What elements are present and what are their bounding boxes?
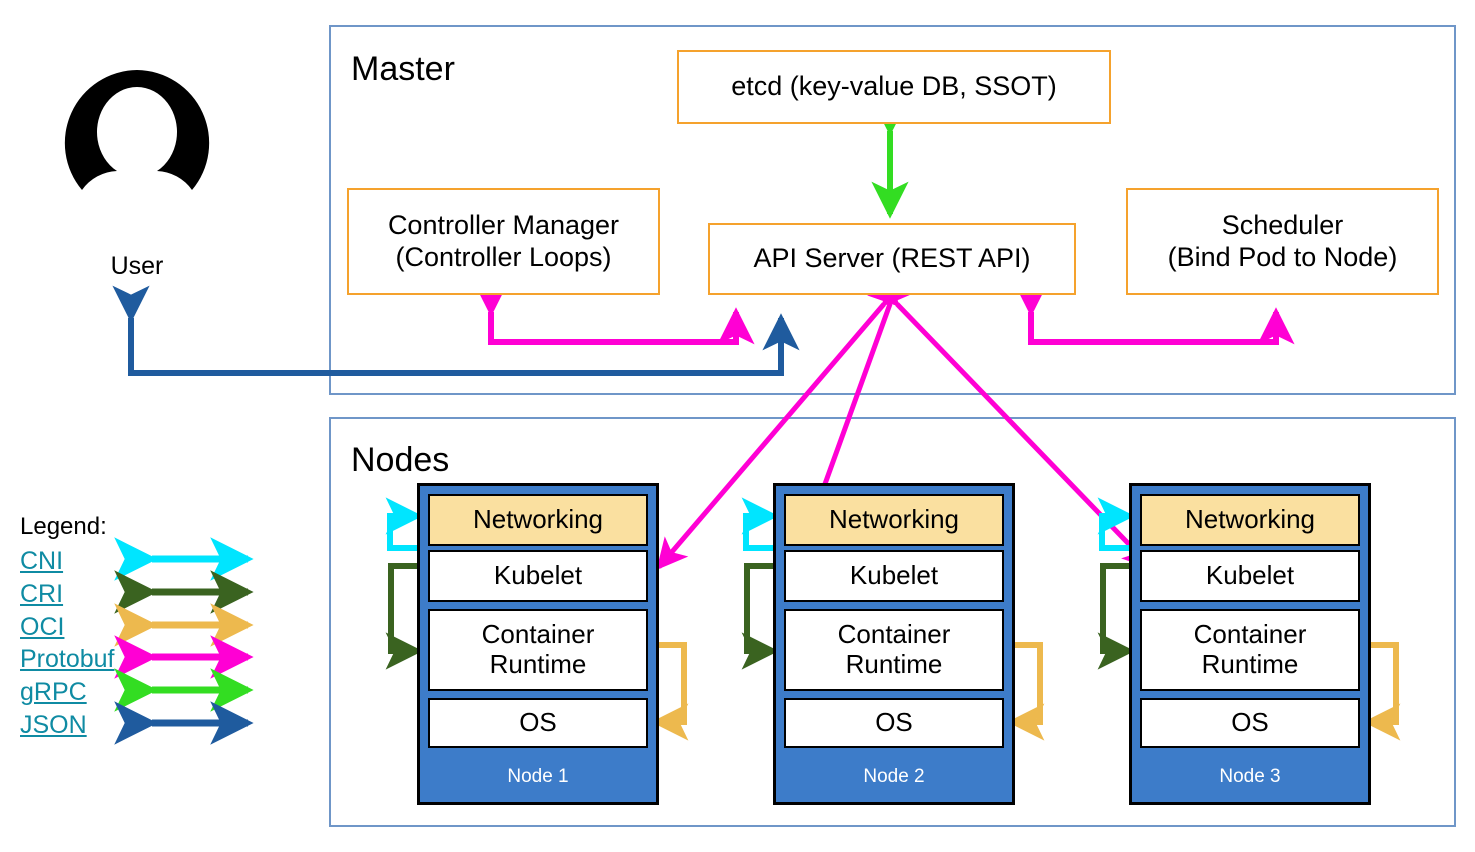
node-layer-networking-label: Networking	[1184, 504, 1316, 535]
node-layer-container-runtime-label-line2: Runtime	[845, 649, 943, 679]
connector-oci-node2	[1007, 642, 1045, 741]
scheduler-box[interactable]: Scheduler (Bind Pod to Node)	[1126, 188, 1439, 295]
legend-item-cni[interactable]: CNI	[20, 547, 64, 575]
node-card[interactable]: Networking Kubelet Container Runtime OS …	[417, 483, 659, 805]
nodes-title: Nodes	[351, 441, 450, 479]
api-server-label: API Server (REST API)	[753, 243, 1031, 274]
legend-item-json[interactable]: JSON	[20, 711, 87, 739]
connector-cri-node3	[1097, 563, 1135, 670]
node-layer-kubelet[interactable]: Kubelet	[1140, 550, 1360, 602]
controller-manager-label-line2: (Controller Loops)	[395, 241, 612, 272]
node-layer-os[interactable]: OS	[784, 698, 1004, 748]
node-layer-os-label: OS	[875, 707, 913, 738]
node-card[interactable]: Networking Kubelet Container Runtime OS …	[1129, 483, 1371, 805]
etcd-box[interactable]: etcd (key-value DB, SSOT)	[677, 50, 1111, 124]
node-layer-kubelet[interactable]: Kubelet	[428, 550, 648, 602]
node-layer-kubelet-label: Kubelet	[493, 560, 583, 591]
user-avatar-icon	[64, 70, 210, 190]
connector-cni-node3	[1097, 497, 1135, 551]
api-server-box[interactable]: API Server (REST API)	[708, 223, 1076, 295]
connector-cri-node2	[741, 563, 779, 670]
connector-oci-node1	[651, 642, 689, 741]
node-layer-kubelet-label: Kubelet	[1205, 560, 1295, 591]
node-layer-kubelet-label: Kubelet	[849, 560, 939, 591]
legend-item-cri[interactable]: CRI	[20, 580, 64, 608]
legend-item-grpc[interactable]: gRPC	[20, 678, 87, 706]
controller-manager-label-line1: Controller Manager	[387, 209, 620, 240]
node-layer-os-label: OS	[519, 707, 557, 738]
legend-item-oci[interactable]: OCI	[20, 613, 65, 641]
node-layer-networking[interactable]: Networking	[428, 494, 648, 546]
node-card[interactable]: Networking Kubelet Container Runtime OS …	[773, 483, 1015, 805]
controller-manager-box[interactable]: Controller Manager (Controller Loops)	[347, 188, 660, 295]
node-layer-container-runtime-label-line1: Container	[481, 619, 595, 650]
node-layer-container-runtime-label-line1: Container	[837, 619, 951, 650]
node-layer-networking[interactable]: Networking	[1140, 494, 1360, 546]
node-layer-networking-label: Networking	[472, 504, 604, 535]
scheduler-label-line2: (Bind Pod to Node)	[1167, 241, 1398, 272]
node-name-label: Node 1	[507, 766, 569, 787]
node-layer-kubelet[interactable]: Kubelet	[784, 550, 1004, 602]
node-layer-os-label: OS	[1231, 707, 1269, 738]
node-name-label: Node 2	[863, 766, 925, 787]
node-layer-networking[interactable]: Networking	[784, 494, 1004, 546]
node-layer-container-runtime[interactable]: Container Runtime	[428, 609, 648, 691]
node-layer-container-runtime-label-line2: Runtime	[1201, 649, 1299, 679]
node-layer-os[interactable]: OS	[428, 698, 648, 748]
connector-cni-node2	[741, 497, 779, 551]
node-layer-container-runtime-label-line1: Container	[1193, 619, 1307, 650]
node-layer-container-runtime-label-line2: Runtime	[489, 649, 587, 679]
node-name-label: Node 3	[1219, 766, 1281, 787]
connector-oci-node3	[1363, 642, 1401, 741]
legend-item-protobuf[interactable]: Protobuf	[20, 645, 115, 673]
legend-heading: Legend:	[20, 513, 107, 540]
node-layer-container-runtime[interactable]: Container Runtime	[784, 609, 1004, 691]
connector-cni-node1	[385, 497, 423, 551]
node-layer-os[interactable]: OS	[1140, 698, 1360, 748]
scheduler-label-line1: Scheduler	[1221, 209, 1344, 240]
master-title: Master	[351, 50, 455, 88]
node-layer-networking-label: Networking	[828, 504, 960, 535]
user-caption: User	[110, 252, 164, 280]
node-layer-container-runtime[interactable]: Container Runtime	[1140, 609, 1360, 691]
etcd-label: etcd (key-value DB, SSOT)	[731, 71, 1057, 102]
connector-cri-node1	[385, 563, 423, 670]
